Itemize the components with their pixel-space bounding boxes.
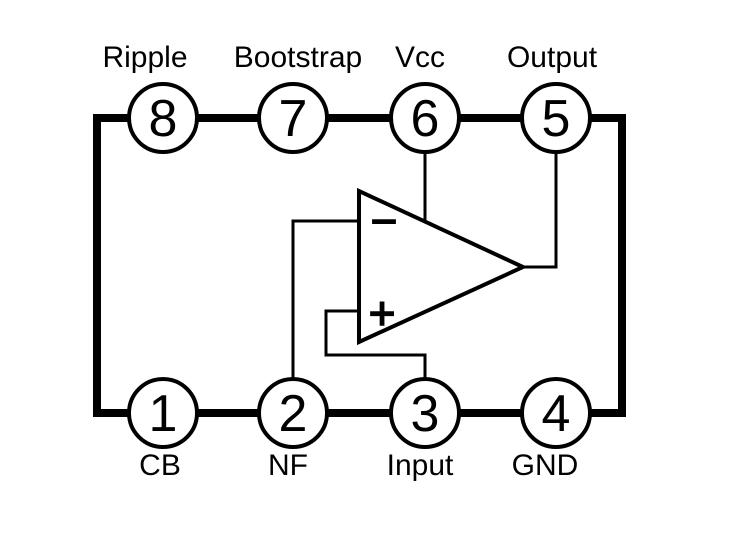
wire-nf-to-inverting-input [291,219,359,413]
wire-output-to-opamp [523,118,558,269]
pin-1-number: 1 [149,385,178,443]
pin-7-number: 7 [279,90,308,148]
pin-6-label: Vcc [395,41,445,74]
pin-5-number: 5 [542,90,571,148]
minus-icon: − [371,195,398,247]
pin-6-number: 6 [411,90,440,148]
pin-5-circle [520,82,592,154]
pin-8-circle [127,82,199,154]
pin-1-circle [127,377,199,449]
pin-3-circle [389,377,461,449]
diagram-text: Ripple Bootstrap Vcc Output 8 7 6 5 1 2 … [102,41,597,482]
pin-8-number: 8 [149,90,178,148]
pin-1-label: CB [139,449,181,482]
opamp-triangle [357,187,528,346]
pin-6-circle [389,82,461,154]
pin-2-circle [257,377,329,449]
pin-7-label: Bootstrap [234,41,362,74]
pin-2-label: NF [268,449,308,482]
pin-7-circle [257,82,329,154]
pin-3-number: 3 [411,385,440,443]
ic-body-outline [93,114,626,417]
pin-4-circle [520,377,592,449]
pin-2-number: 2 [279,385,308,443]
pin-5-label: Output [507,41,598,74]
pin-8-label: Ripple [102,41,187,74]
pin-3-label: Input [387,449,454,482]
plus-icon: + [369,287,396,339]
wire-input-to-noninverting-input [324,309,427,413]
diagram-lines: − + [93,82,626,449]
pin-4-label: GND [512,449,579,482]
pin-4-number: 4 [542,385,571,443]
